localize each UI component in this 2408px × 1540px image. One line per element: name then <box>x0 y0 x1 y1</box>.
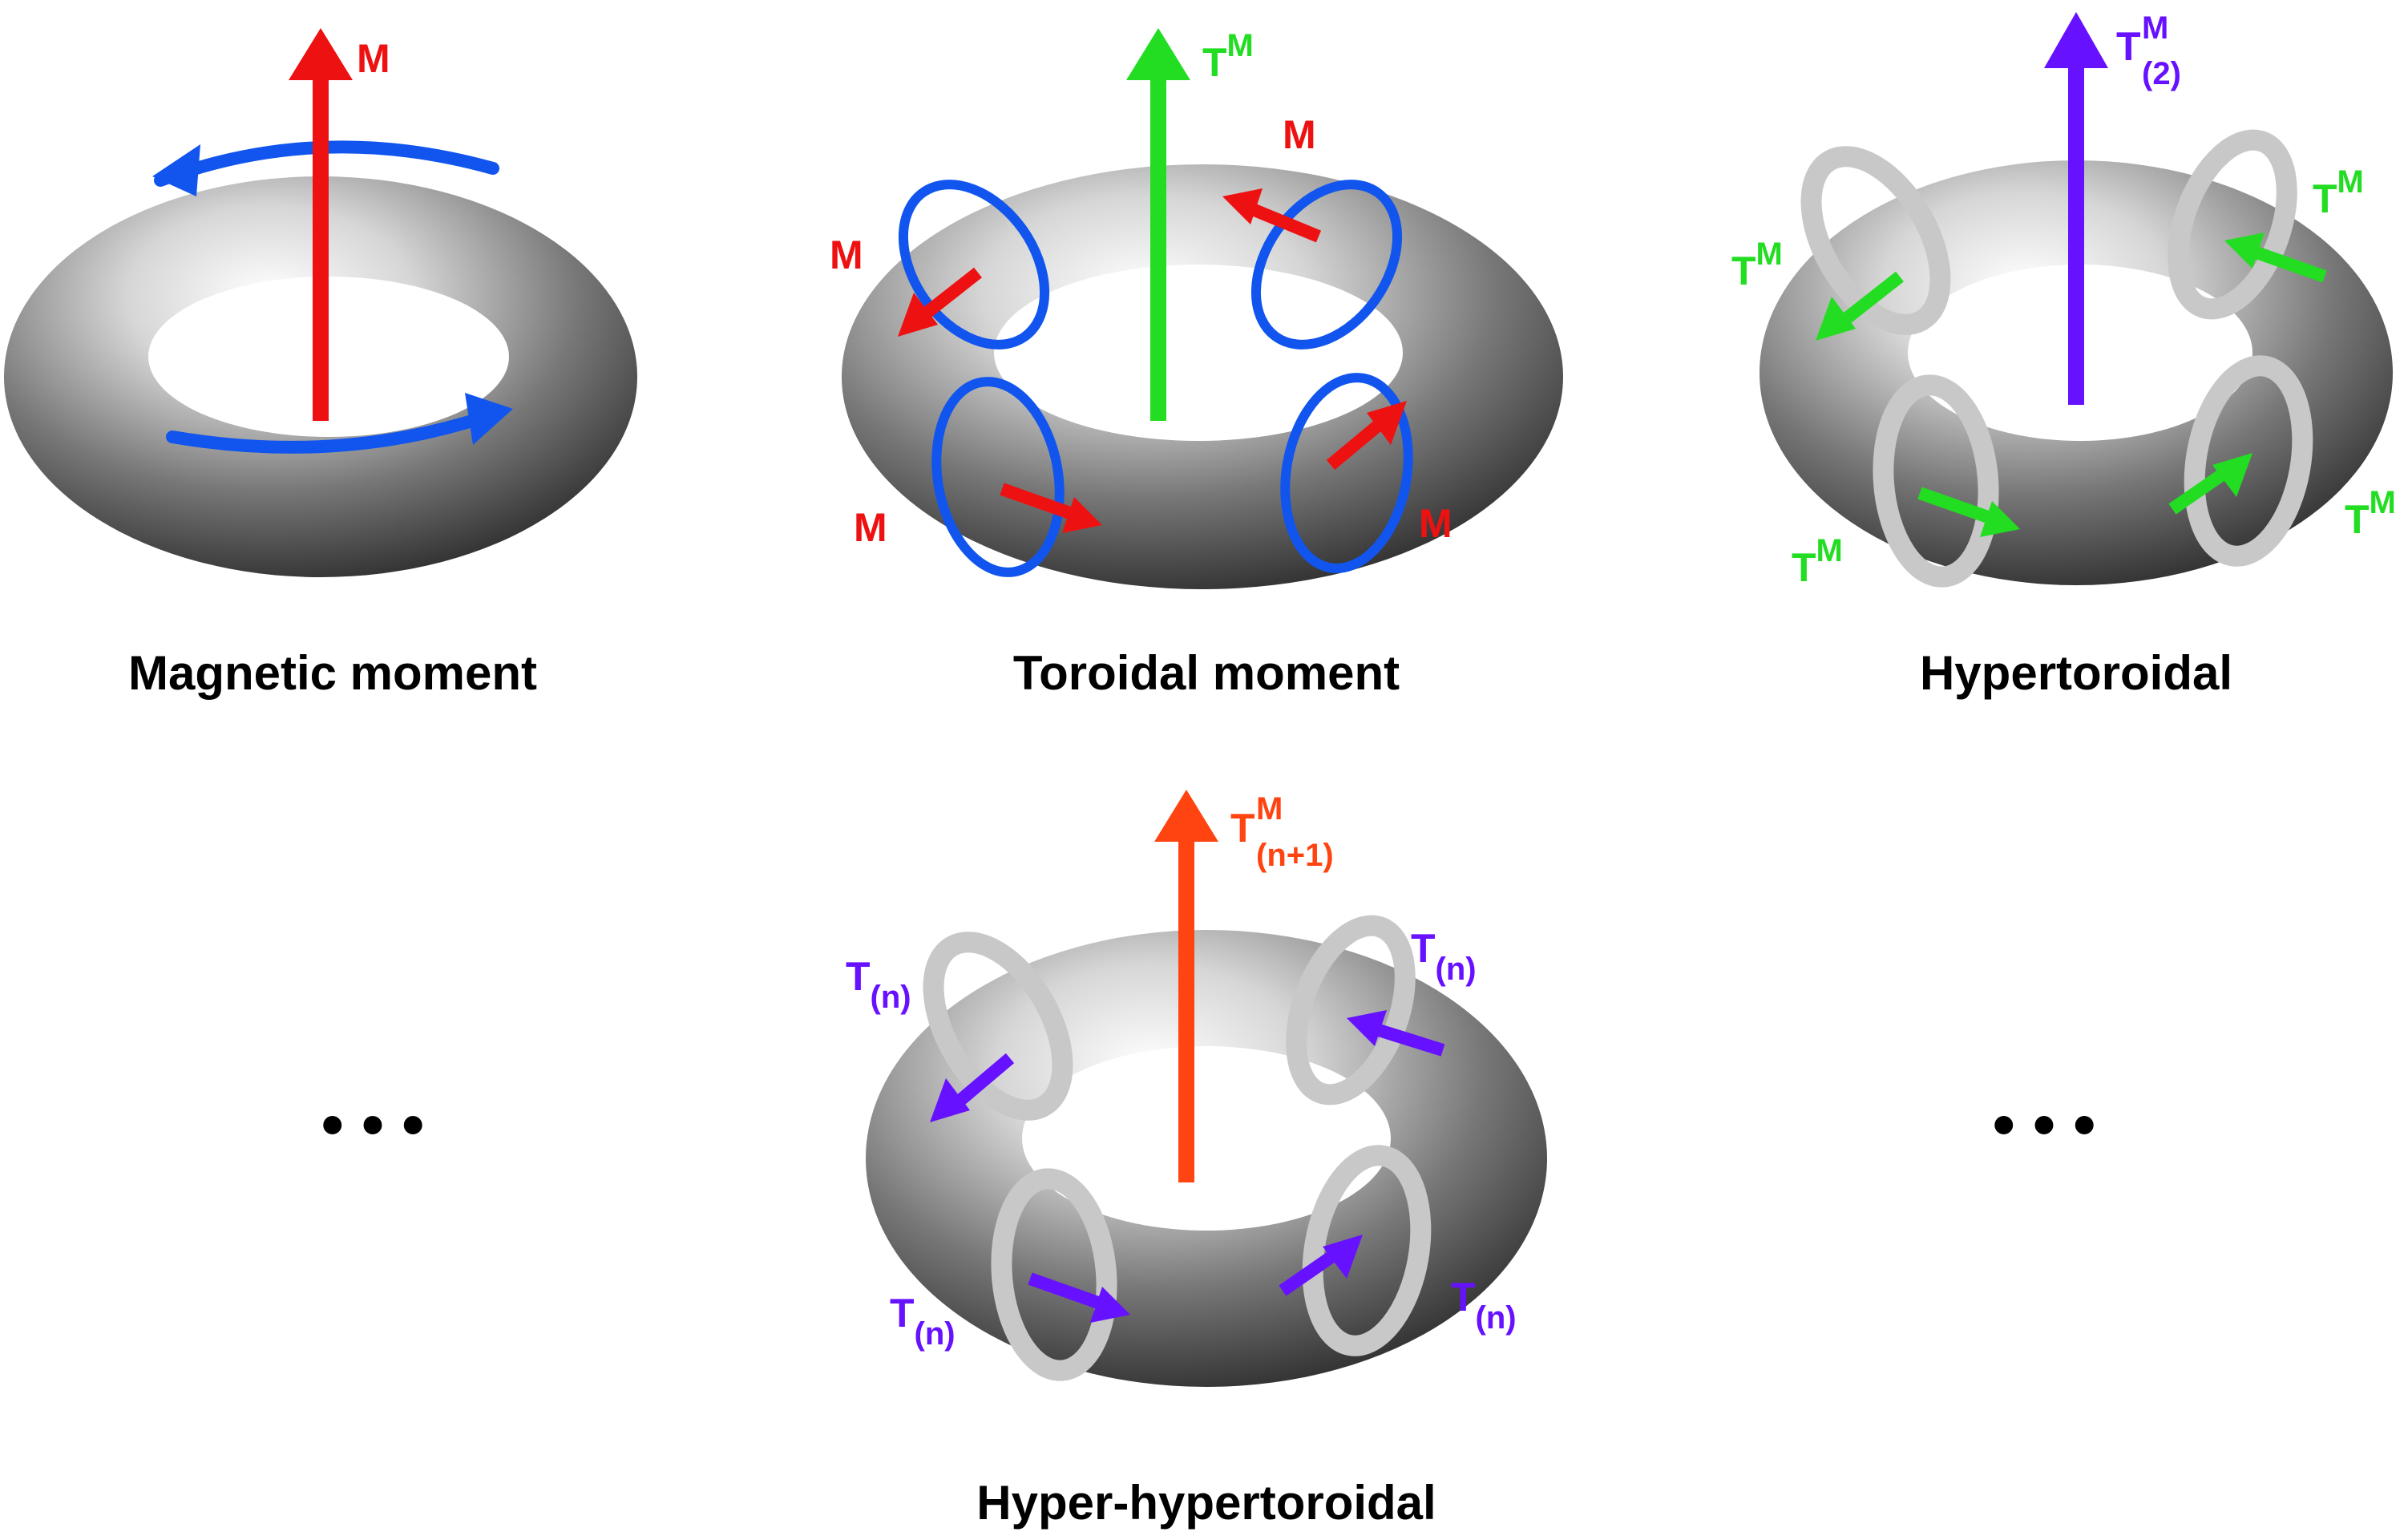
current-loop-top-right <box>1250 180 1403 350</box>
component-arrow-top-left <box>930 1053 1015 1122</box>
component-label: M <box>830 232 863 277</box>
ring-bottom-left <box>1873 374 1999 588</box>
ellipsis-right: • • • <box>1993 1089 2095 1160</box>
component-arrow-bottom-left <box>1028 1272 1130 1323</box>
current-loop-arrow-bottom <box>166 393 513 454</box>
moment-label: T <box>2116 24 2141 69</box>
component-label: T(n) <box>846 954 911 1015</box>
magnetic-moment-arrow <box>289 28 353 421</box>
torus <box>866 930 1547 1387</box>
current-loop-bottom-right <box>1280 373 1413 573</box>
ellipsis-left: • • • <box>321 1089 424 1160</box>
ring-top-left <box>923 932 1073 1121</box>
component-arrow-top-right <box>1222 188 1322 243</box>
ring-top-right <box>2168 129 2297 320</box>
current-loop-bottom-left <box>931 377 1065 577</box>
component-label: TM <box>1731 236 1783 293</box>
component-arrow-bottom-left <box>1000 483 1102 533</box>
moment-label-subscript: (n+1) <box>1256 838 1334 873</box>
panel-caption: Hypertoroidal <box>1920 646 2232 700</box>
component-label: T(n) <box>1451 1275 1517 1336</box>
component-label: T(n) <box>1411 926 1477 987</box>
component-arrow-bottom-right <box>1326 401 1407 471</box>
panel-hyper-hypertoroidal: T M (n+1) T(n) T(n) T(n) T(n) Hyper-hype… <box>846 790 1547 1530</box>
hyper-hypertoroidal-moment-arrow <box>1154 790 1218 1182</box>
component-label: TM <box>1792 533 1843 590</box>
moment-label-superscript: M <box>2142 10 2168 46</box>
moment-label-subscript: (2) <box>2142 56 2181 91</box>
component-label: M <box>1283 112 1316 157</box>
panel-toroidal-moment: TM M M M M Toroidal moment <box>830 28 1563 700</box>
component-label: M <box>1419 501 1452 546</box>
panel-hypertoroidal: T M (2) TM TM TM TM Hypertoroidal <box>1731 10 2396 700</box>
moment-label-superscript: M <box>1256 791 1283 827</box>
component-arrow-top-left <box>898 267 982 337</box>
component-arrow-top-right <box>2224 232 2327 283</box>
component-arrow-top-left <box>1816 271 1904 341</box>
component-label: TM <box>2345 485 2396 542</box>
torus-hole <box>1022 1046 1391 1231</box>
toroidal-moment-arrow <box>1126 28 1190 421</box>
component-arrow-bottom-right <box>2168 453 2252 515</box>
torus-hole <box>994 265 1403 441</box>
torus <box>842 164 1563 589</box>
hypertoroidal-moment-arrow <box>2044 12 2108 405</box>
component-label: M <box>854 505 887 550</box>
panel-caption: Hyper-hypertoroidal <box>976 1476 1436 1530</box>
ring-top-right <box>1286 915 1416 1105</box>
ring-bottom-left <box>991 1168 1117 1381</box>
ring-top-left <box>1800 146 1951 335</box>
ring-bottom-right <box>2184 355 2313 567</box>
moment-label: M <box>357 36 390 81</box>
panel-caption: Magnetic moment <box>128 646 537 700</box>
component-arrow-bottom-left <box>1917 487 2020 537</box>
component-label: T(n) <box>890 1291 956 1352</box>
panel-caption: Toroidal moment <box>1013 646 1400 700</box>
current-loop-top-left <box>898 180 1050 350</box>
panel-magnetic-moment: M Magnetic moment <box>4 28 637 700</box>
ring-bottom-right <box>1302 1145 1432 1356</box>
component-arrow-top-right <box>1347 1010 1445 1057</box>
moment-label: TM <box>1202 28 1254 85</box>
component-arrow-bottom-right <box>1279 1235 1363 1296</box>
moment-label: T <box>1230 806 1255 851</box>
component-label: TM <box>2313 164 2364 221</box>
